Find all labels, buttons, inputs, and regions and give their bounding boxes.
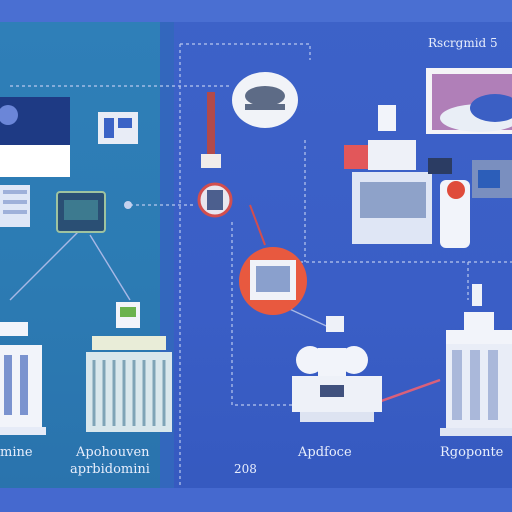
building-right xyxy=(440,284,512,436)
bottom-band xyxy=(0,488,512,512)
line-red-small xyxy=(249,204,266,246)
label-top-right: Rscrgmid 5 xyxy=(428,36,498,50)
label-bottom-left: mine xyxy=(0,445,33,460)
top-band xyxy=(0,0,512,22)
server-rack xyxy=(86,302,172,432)
connector-lines xyxy=(10,43,512,485)
node-dot xyxy=(124,201,132,209)
circle-device xyxy=(197,182,233,218)
line-left-down xyxy=(9,229,81,301)
terminal-icon xyxy=(56,191,106,233)
signal-tower xyxy=(201,92,221,168)
label-bottom-center-2: aprbidomini xyxy=(70,462,150,477)
network-icon xyxy=(98,112,138,144)
workstation-right xyxy=(344,105,512,248)
connector-top xyxy=(180,43,311,60)
label-bottom-right: Rgoponte xyxy=(440,445,504,460)
label-bottom-center-1: Apohouven xyxy=(76,445,150,460)
cloud-node xyxy=(232,72,298,128)
connector-lower xyxy=(231,222,300,406)
label-bottom-mid: 208 xyxy=(234,462,257,476)
label-bottom-right-center: Apdfoce xyxy=(298,445,352,460)
display-right xyxy=(426,68,512,134)
line-right-down xyxy=(89,234,131,301)
monitor-topleft xyxy=(0,97,70,177)
central-hub xyxy=(239,247,307,315)
building-left xyxy=(0,322,46,435)
server-stack-left xyxy=(0,185,30,227)
chip-small xyxy=(326,316,344,332)
machine-center xyxy=(292,346,382,422)
